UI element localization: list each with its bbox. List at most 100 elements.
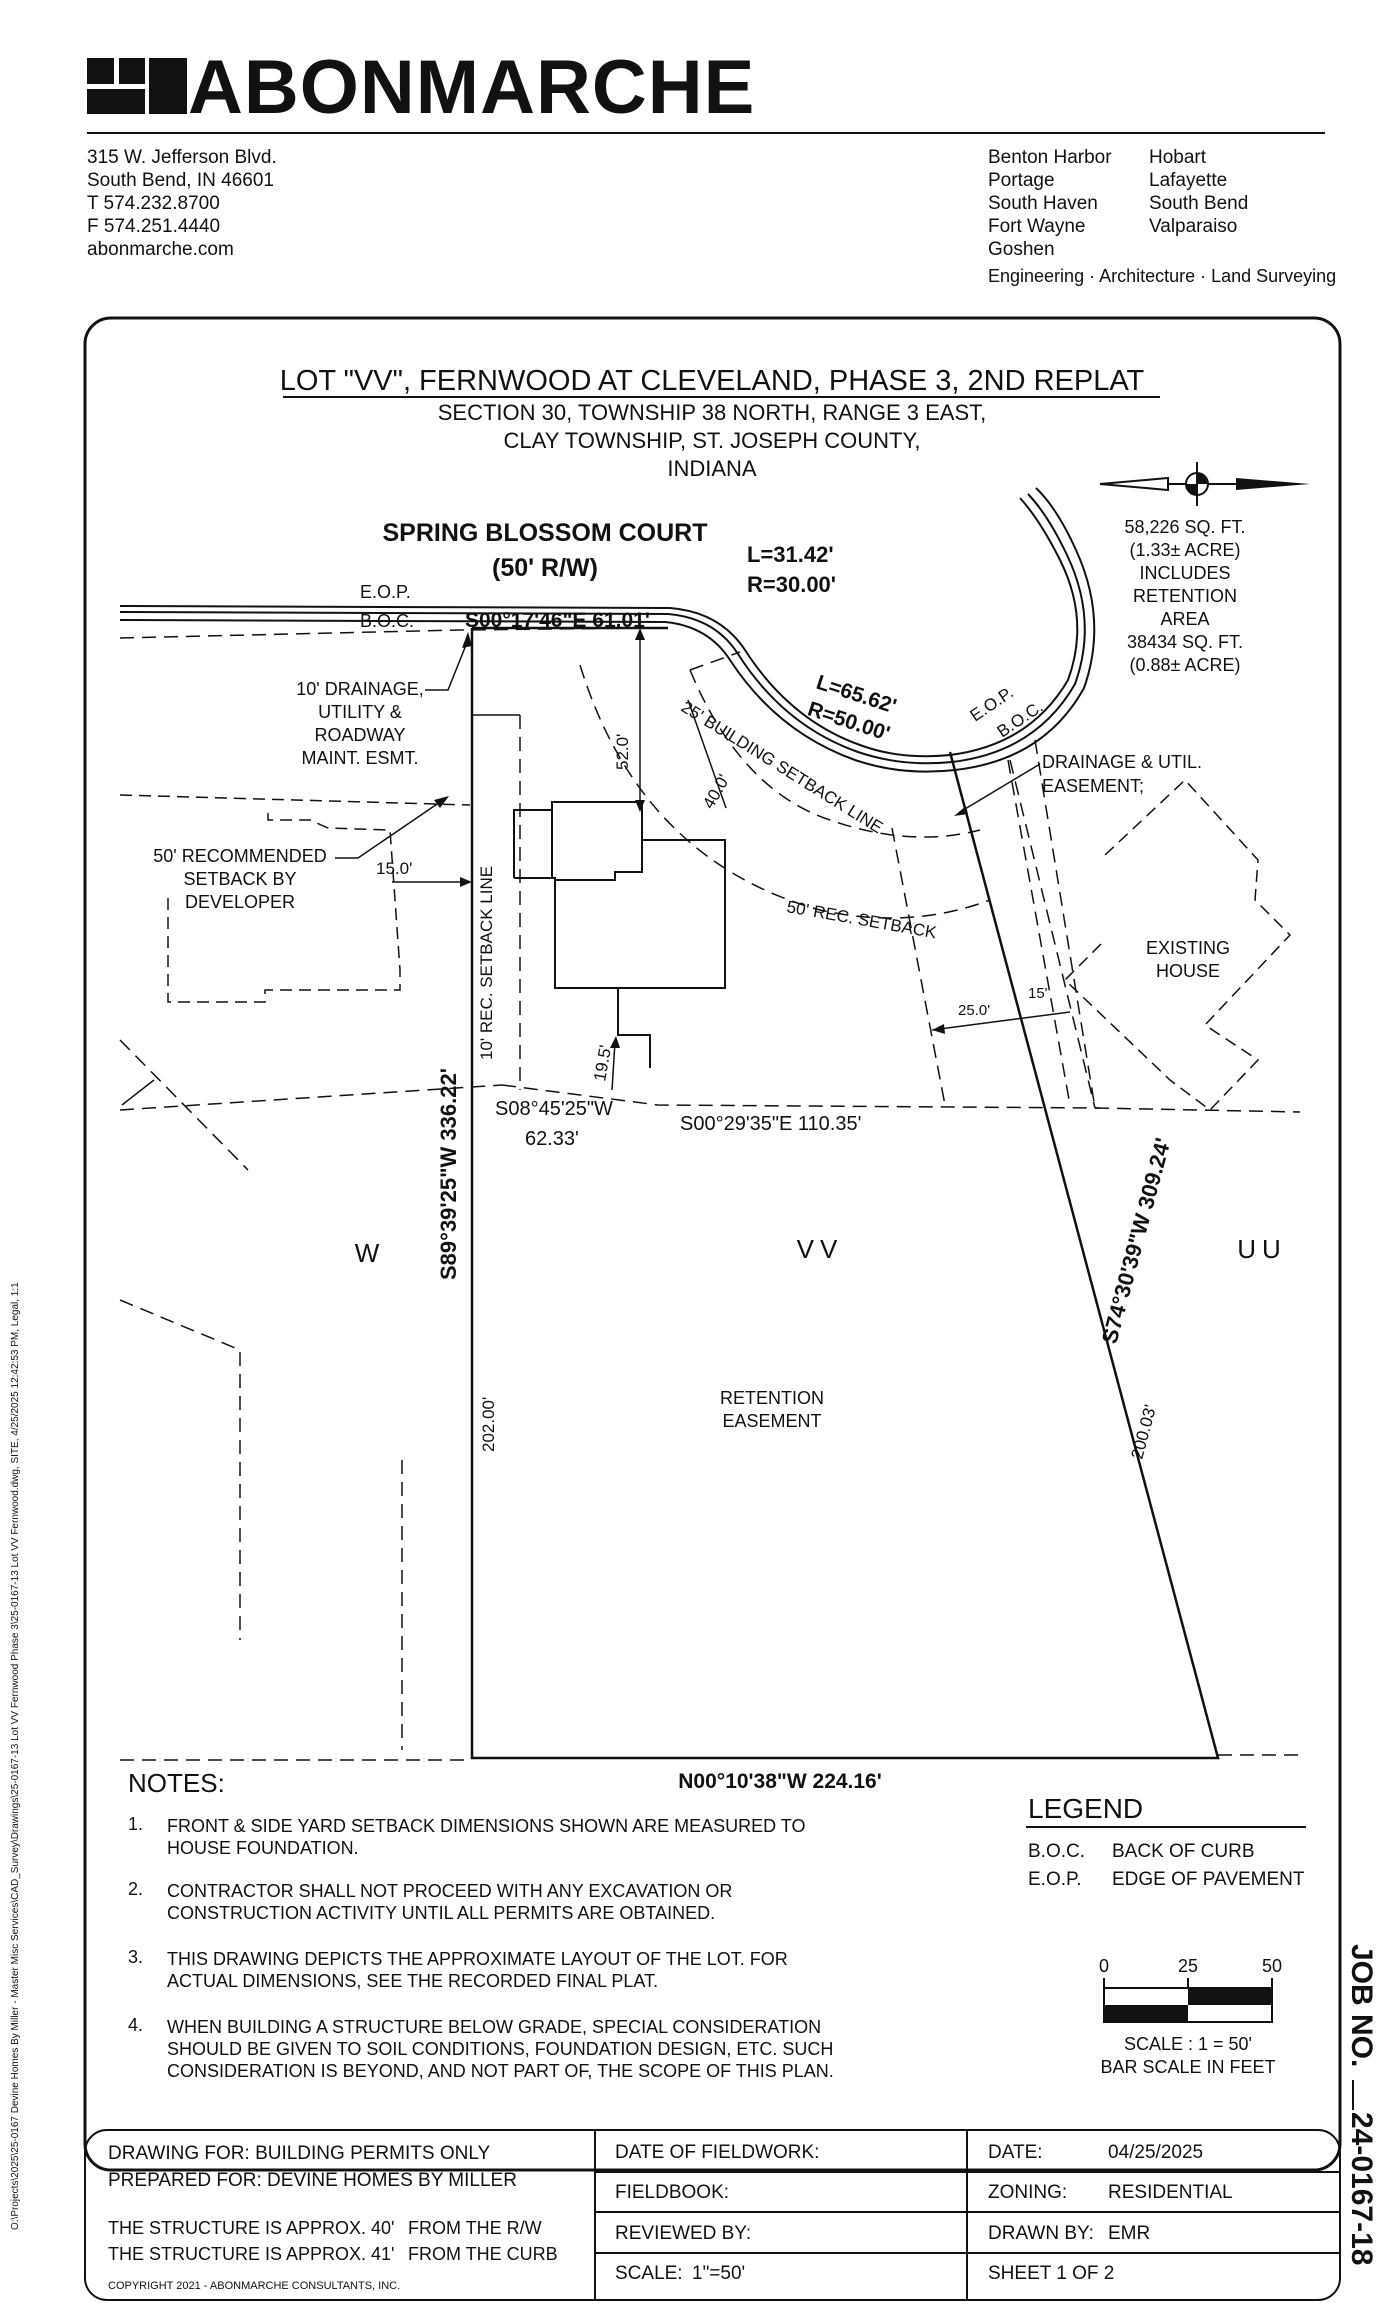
structure-curb: THE STRUCTURE IS APPROX. 41' xyxy=(108,2244,395,2264)
date-label: DATE: xyxy=(988,2142,1043,2163)
area-line4: RETENTION xyxy=(1133,586,1237,606)
drainage-label-4: MAINT. ESMT. xyxy=(301,748,418,768)
drawn-by-label: DRAWN BY: xyxy=(988,2223,1094,2244)
area-line7: (0.88± ACRE) xyxy=(1130,655,1241,675)
reviewed-by: REVIEWED BY: xyxy=(615,2223,752,2244)
existing-house-label-2: HOUSE xyxy=(1156,961,1220,981)
area-line3: INCLUDES xyxy=(1139,563,1230,583)
note-1-num: 1. xyxy=(128,1814,144,1834)
structure-row: THE STRUCTURE IS APPROX. 40' xyxy=(108,2218,395,2238)
legend-abbr-eop: E.O.P. xyxy=(1028,1869,1082,1890)
eop-label: E.O.P. xyxy=(360,582,411,602)
existing-house-right xyxy=(1063,778,1292,1111)
company-logo-text: ABONMARCHE xyxy=(188,45,756,130)
legend-heading: LEGEND xyxy=(1028,1793,1143,1824)
drainage-label-3: ROADWAY xyxy=(314,725,405,745)
company-fax: F 574.251.4440 xyxy=(87,216,221,237)
notes-heading: NOTES: xyxy=(128,1768,225,1798)
office-hobart: Hobart xyxy=(1149,147,1207,168)
note-3-text: THIS DRAWING DEPICTS THE APPROXIMATE LAY… xyxy=(167,1949,788,1991)
lot-boundary xyxy=(470,626,1220,1760)
dist-sw: 62.33' xyxy=(525,1128,579,1150)
date-of-fieldwork: DATE OF FIELDWORK: xyxy=(615,2142,820,2163)
drainage-label-1: 10' DRAINAGE, xyxy=(296,679,423,699)
legend-abbr-boc: B.O.C. xyxy=(1028,1841,1085,1862)
office-benton-harbor: Benton Harbor xyxy=(988,147,1112,168)
office-goshen: Goshen xyxy=(988,239,1055,260)
north-arrow-icon xyxy=(1099,462,1310,506)
structure-curb-ref: FROM THE CURB xyxy=(408,2244,558,2264)
drain-util-easement-1: DRAINAGE & UTIL. xyxy=(1042,752,1202,772)
bearing-sw: S08°45'25"W xyxy=(495,1098,613,1120)
rec-setback-leader xyxy=(335,799,444,859)
dim-202-label: 202.00' xyxy=(479,1397,498,1452)
dim-15b-label: 15' xyxy=(1028,985,1048,1002)
dim-195-label: 19.5' xyxy=(590,1044,615,1083)
structure-row-ref: FROM THE R/W xyxy=(408,2218,542,2238)
drainage-leader xyxy=(425,639,469,691)
company-logo-mark xyxy=(87,58,187,114)
dim-52-label: 52.0' xyxy=(613,734,632,770)
neighbor-house-left xyxy=(119,794,471,1003)
easement-side-line xyxy=(1034,739,1096,1109)
dim-25-label: 25.0' xyxy=(958,1002,990,1019)
note-1-text: FRONT & SIDE YARD SETBACK DIMENSIONS SHO… xyxy=(167,1816,806,1858)
office-portage: Portage xyxy=(988,170,1055,191)
rec-setback-line-label: 50' REC. SETBACK xyxy=(785,897,938,942)
row-line xyxy=(119,627,641,639)
rec-setback-label-2: SETBACK BY xyxy=(183,869,296,889)
note-4-num: 4. xyxy=(128,2015,144,2035)
area-line5: AREA xyxy=(1160,609,1209,629)
header-rule xyxy=(87,132,1325,134)
area-line6: 38434 SQ. FT. xyxy=(1127,632,1243,652)
scale-label: SCALE: xyxy=(615,2263,683,2284)
scale-tick-25: 25 xyxy=(1178,1956,1198,1976)
rec-setback-label-1: 50' RECOMMENDED xyxy=(153,846,326,866)
scale-value: 1"=50' xyxy=(692,2263,746,2284)
prepared-for: PREPARED FOR: DEVINE HOMES BY MILLER xyxy=(108,2170,517,2191)
drawing-for: DRAWING FOR: BUILDING PERMITS ONLY xyxy=(108,2143,491,2164)
drawn-by-value: EMR xyxy=(1108,2223,1151,2244)
plat-title: LOT "VV", FERNWOOD AT CLEVELAND, PHASE 3… xyxy=(280,365,1145,397)
job-number: 24-0167-18 xyxy=(1345,2112,1378,2265)
street-name: SPRING BLOSSOM COURT xyxy=(382,519,707,547)
office-south-bend: South Bend xyxy=(1149,193,1249,214)
rear-setback-line xyxy=(501,1084,1101,1109)
curve1-length: L=31.42' xyxy=(747,542,834,567)
legend-desc-eop: EDGE OF PAVEMENT xyxy=(1112,1869,1305,1890)
left-bearing: S89°39'25"W 336.22' xyxy=(436,1068,461,1280)
house-footprint xyxy=(513,801,726,1068)
note-4-text: WHEN BUILDING A STRUCTURE BELOW GRADE, S… xyxy=(167,2017,834,2081)
rear-bearing: N00°10'38"W 224.16' xyxy=(678,1770,881,1793)
company-website: abonmarche.com xyxy=(87,239,234,260)
right-bearing: S74°30'39"W 309.24' xyxy=(1097,1135,1176,1346)
scale-subtext: BAR SCALE IN FEET xyxy=(1100,2057,1275,2077)
curve1-radius: R=30.00' xyxy=(747,572,836,597)
legend-desc-boc: BACK OF CURB xyxy=(1112,1841,1255,1862)
area-line2: (1.33± ACRE) xyxy=(1130,540,1241,560)
existing-house-label-1: EXISTING xyxy=(1146,938,1230,958)
sheet-number: SHEET 1 OF 2 xyxy=(988,2263,1115,2284)
zoning-value: RESIDENTIAL xyxy=(1108,2182,1233,2203)
title-block xyxy=(84,2129,1341,2301)
note-3-num: 3. xyxy=(128,1947,144,1967)
lot-w-label: W xyxy=(355,1238,380,1268)
lot-uu-label: UU xyxy=(1237,1234,1287,1264)
side-setback-label: 10' REC. SETBACK LINE xyxy=(477,866,496,1060)
dim-15-label: 15.0' xyxy=(376,859,412,878)
setback-arcs xyxy=(579,651,991,919)
job-label: JOB NO. xyxy=(1345,1944,1378,2067)
office-south-haven: South Haven xyxy=(988,193,1098,214)
office-lafayette: Lafayette xyxy=(1149,170,1228,191)
plat-subtitle-3: INDIANA xyxy=(667,456,757,481)
note-2-num: 2. xyxy=(128,1879,144,1899)
zoning-label: ZONING: xyxy=(988,2182,1068,2203)
lot-vv-label: VV xyxy=(797,1234,844,1264)
street-row: (50' R/W) xyxy=(492,554,598,582)
dim-40-label: 40.0' xyxy=(699,771,734,812)
note-2-text: CONTRACTOR SHALL NOT PROCEED WITH ANY EX… xyxy=(167,1881,733,1923)
company-services: Engineering · Architecture · Land Survey… xyxy=(988,266,1337,286)
plat-subtitle-1: SECTION 30, TOWNSHIP 38 NORTH, RANGE 3 E… xyxy=(438,400,987,425)
office-fort-wayne: Fort Wayne xyxy=(988,216,1086,237)
